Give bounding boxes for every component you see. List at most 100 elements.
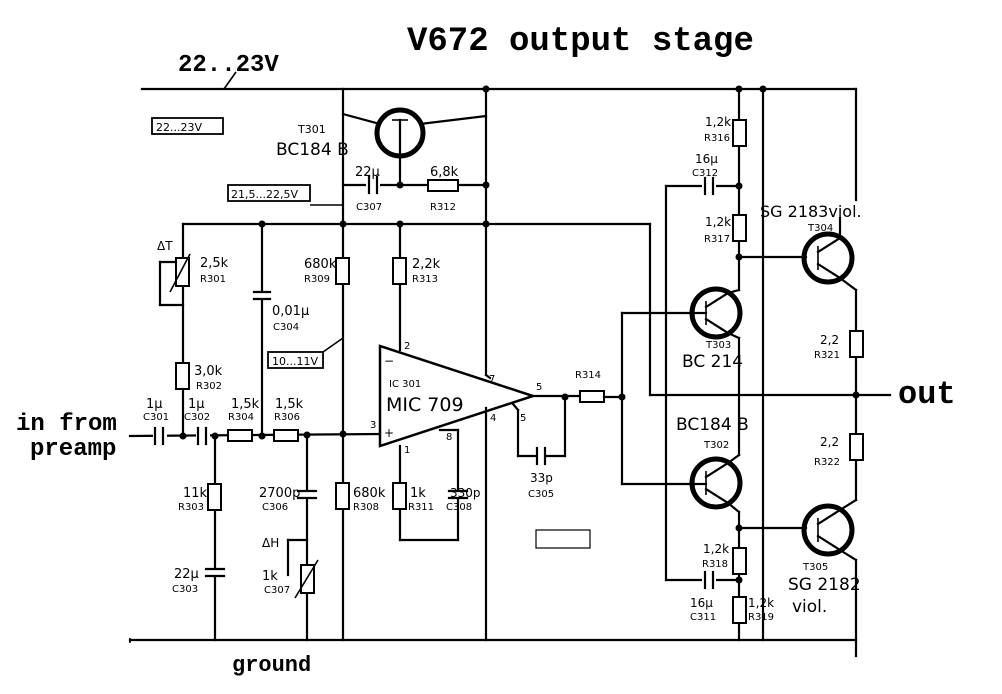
r313-resistor — [392, 257, 407, 285]
junction — [852, 391, 860, 399]
junction — [735, 85, 743, 93]
r306-value-label: 1,5k — [275, 397, 304, 412]
r309-value-label: 680k — [304, 257, 337, 272]
c308-value-label: 330p — [450, 486, 481, 500]
t304-emitter — [816, 262, 842, 280]
t304-ref-label: T304 — [807, 223, 833, 234]
t302-emitter — [704, 487, 730, 505]
r314-resistor — [579, 390, 605, 403]
c302-value-label: 1µ — [188, 397, 205, 412]
r306-ref-label: R306 — [274, 412, 300, 423]
r304-resistor — [227, 429, 253, 442]
r322-ref-label: R322 — [814, 457, 840, 468]
supply-leader — [223, 71, 237, 90]
r309-ref-label: R309 — [304, 274, 330, 285]
ic301-opamp — [378, 344, 538, 448]
r307-trim-arrow — [294, 559, 319, 599]
voltage-box-22v-label: 22...23V — [156, 121, 202, 134]
t305-emitter-lead — [838, 498, 858, 512]
r307-ref-label: C307 — [264, 585, 290, 596]
r321-ref-label: R321 — [814, 350, 840, 361]
t301-collector — [341, 112, 382, 126]
junction — [735, 182, 743, 190]
t305-collector-lead — [838, 548, 858, 562]
t305-transistor — [801, 503, 855, 557]
junction — [179, 432, 187, 440]
r319-ref-label: R319 — [748, 612, 774, 623]
c301-ref-label: C301 — [143, 412, 169, 423]
ic301-ref-label: IC 301 — [389, 379, 421, 390]
c304-value-label: 0,01µ — [272, 304, 309, 319]
pin-label: 3 — [370, 420, 376, 431]
r317-ref-label: R317 — [704, 234, 730, 245]
c304-ref-label: C304 — [273, 322, 299, 333]
t304-type-label: SG 2183viol. — [760, 202, 862, 221]
t303-collector — [704, 317, 730, 335]
r304-ref-label: R304 — [228, 412, 254, 423]
c303-value-label: 22µ — [174, 567, 199, 582]
junction — [396, 181, 404, 189]
r308-resistor — [335, 482, 350, 510]
c301-value-label: 1µ — [146, 397, 163, 412]
voltage-box-10v — [267, 351, 324, 369]
r308-value-label: 680k — [353, 486, 386, 501]
pin-label: 7 — [489, 374, 495, 385]
r303-resistor — [207, 483, 222, 511]
t305-collector — [816, 534, 842, 552]
voltage-box-21v — [227, 184, 311, 202]
t305-ref-label: T305 — [802, 562, 828, 573]
r307-value-label: 1k — [262, 569, 278, 584]
r304-value-label: 1,5k — [231, 397, 260, 412]
voltage-box-21v-label: 21,5...22,5V — [231, 188, 298, 201]
diagram-title: V672 output stage — [407, 23, 754, 61]
r312-ref-label: R312 — [430, 202, 456, 213]
r301-value-label: 2,5k — [200, 256, 229, 271]
t303-type-label: BC 214 — [682, 352, 743, 372]
r317-value-label: 1,2k — [705, 215, 731, 229]
r307-dh-label: ΔH — [262, 536, 279, 550]
t302-emitter-lead — [726, 501, 741, 514]
pin-label: 1 — [404, 445, 410, 456]
input-wire — [128, 432, 382, 438]
c306-value-label: 2700p — [259, 486, 300, 501]
r301-dt-label: ΔT — [157, 239, 173, 253]
r303-ref-label: R303 — [178, 502, 204, 513]
r321-resistor — [849, 330, 864, 358]
r309-resistor — [335, 257, 350, 285]
r302-resistor — [175, 362, 190, 390]
junction — [482, 85, 490, 93]
t305-type-label-2: viol. — [792, 597, 827, 617]
ground-label: ground — [232, 653, 311, 678]
t303-transistor — [689, 286, 743, 340]
ic301-pin7-wire — [484, 373, 492, 380]
r308-ref-label: R308 — [353, 502, 379, 513]
r322-value-label: 2,2 — [820, 435, 839, 449]
t303-collector-lead — [726, 331, 741, 340]
r316-resistor — [732, 119, 747, 147]
c305-gap — [536, 449, 546, 463]
r312-value-label: 6,8k — [430, 165, 459, 180]
t301-ref-label: T301 — [297, 123, 326, 136]
c307a-value-label: 22µ — [355, 165, 380, 180]
t305-emitter — [816, 508, 842, 526]
t304-emitter-lead — [838, 276, 858, 292]
r302-ref-label: R302 — [196, 381, 222, 392]
input-label-line2: preamp — [30, 436, 116, 463]
ic301-type-label: MIC 709 — [386, 394, 464, 416]
c304-gap — [255, 291, 269, 300]
t303-ref-label: T303 — [705, 340, 731, 351]
r319-resistor — [732, 596, 747, 624]
r311-ref-label: R311 — [408, 502, 434, 513]
blank-voltage-box — [535, 529, 591, 549]
output-label: out — [898, 376, 956, 413]
r311-value-label: 1k — [410, 486, 426, 501]
t302-collector-lead — [726, 453, 741, 465]
c306-gap — [299, 490, 315, 499]
junction — [258, 432, 266, 440]
t301-type-label: BC184 B — [276, 140, 349, 160]
c303-gap — [207, 568, 223, 577]
r301-ref-label: R301 — [200, 274, 226, 285]
junction — [258, 220, 266, 228]
